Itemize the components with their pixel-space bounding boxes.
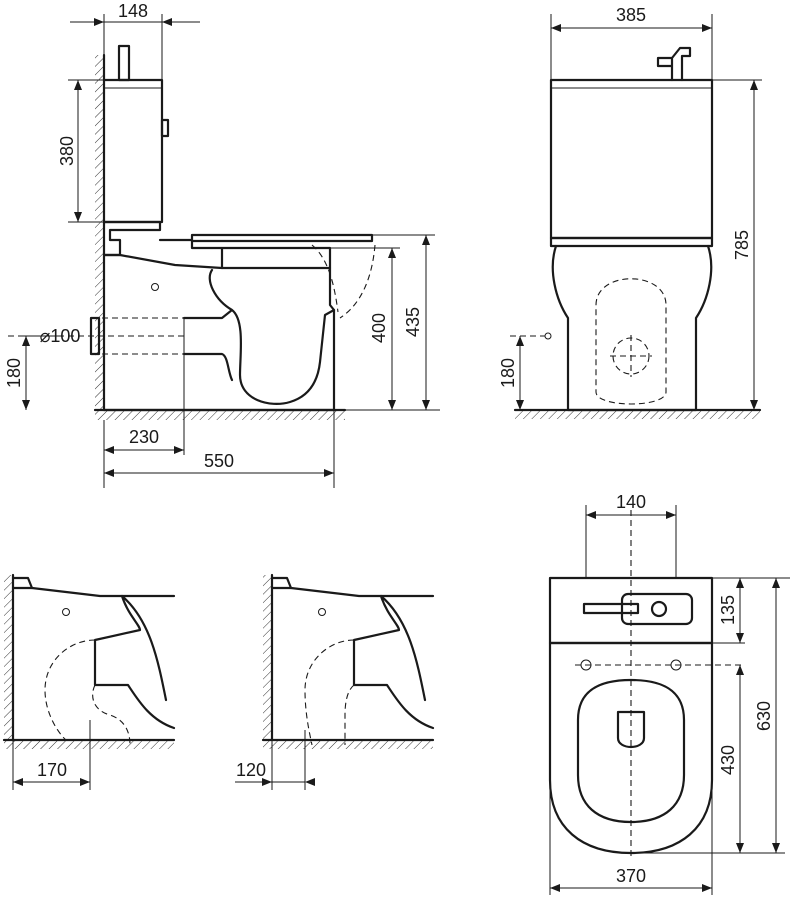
dim-135: 135: [718, 595, 738, 625]
side-tank: [102, 78, 164, 224]
front-floor-hatch: [515, 410, 760, 419]
variant-a-view: 170: [2, 573, 176, 790]
dim-side-180: 180: [4, 358, 24, 388]
dim-785: 785: [732, 230, 752, 260]
side-tap: [117, 44, 131, 82]
dim-120: 120: [236, 760, 266, 780]
dim-230: 230: [129, 427, 159, 447]
dim-435: 435: [403, 307, 423, 337]
side-trap: [182, 268, 336, 405]
front-faucet: [656, 46, 692, 82]
dim-430: 430: [718, 745, 738, 775]
variant-b-view: 120: [235, 573, 435, 790]
dim-400: 400: [369, 313, 389, 343]
dim-370: 370: [616, 866, 646, 886]
side-wall-hatch: [95, 55, 104, 410]
front-tank: [549, 78, 714, 240]
top-view: 140 135 630 430 370: [548, 492, 790, 895]
dim-front-180: 180: [498, 358, 518, 388]
dim-148: 148: [118, 1, 148, 21]
front-view: 385 785 180: [498, 5, 762, 419]
side-view: 148 380 ⌀100 180 400 435 230: [4, 1, 440, 488]
dim-550: 550: [204, 451, 234, 471]
front-bowl: [551, 244, 713, 412]
side-seat: [190, 233, 374, 243]
dim-140: 140: [616, 492, 646, 512]
dim-385: 385: [616, 5, 646, 25]
dim-380: 380: [57, 136, 77, 166]
dim-170: 170: [37, 760, 67, 780]
side-floor-hatch: [95, 410, 345, 420]
dim-630: 630: [754, 701, 774, 731]
side-bowl-body: [102, 253, 336, 412]
